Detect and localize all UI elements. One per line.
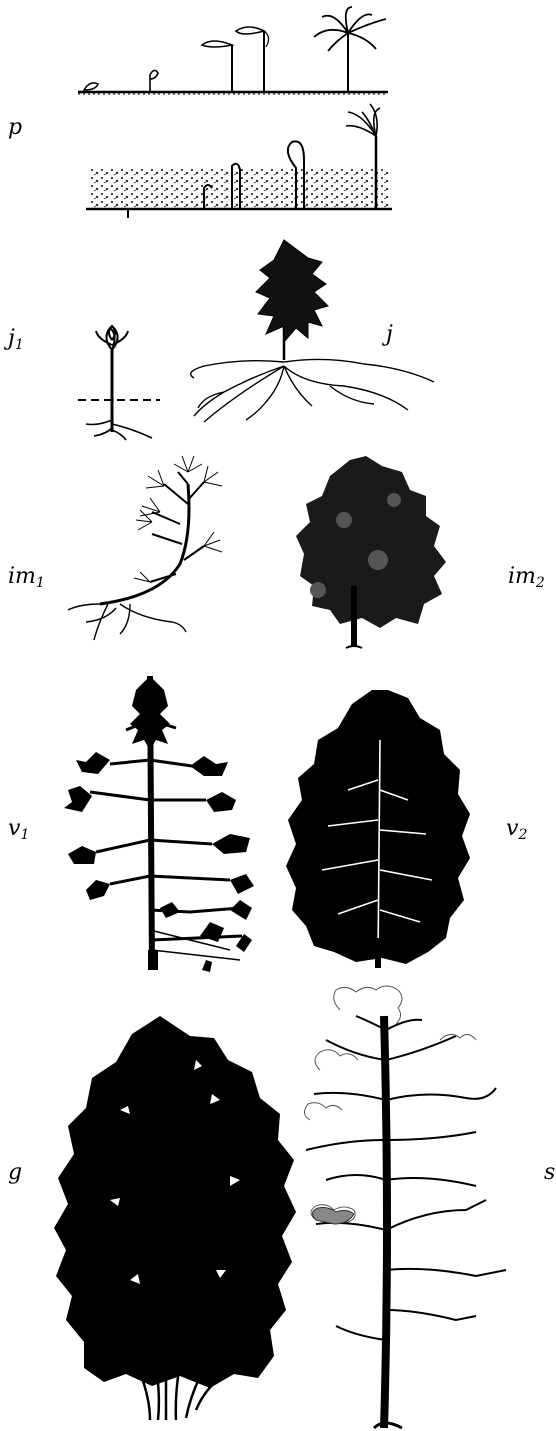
seedling-stage-p-upper [78,7,388,94]
pine-stage-j [191,240,434,422]
seedling-stage-p-lower [86,104,392,218]
pine-stage-s [304,986,506,1428]
pine-stage-v1 [64,676,254,972]
pine-stage-im1 [68,456,222,640]
pine-stage-im2 [296,456,446,648]
pine-stage-g [54,1016,296,1420]
pine-stage-v2 [286,690,470,968]
pine-stage-j1 [78,326,160,440]
